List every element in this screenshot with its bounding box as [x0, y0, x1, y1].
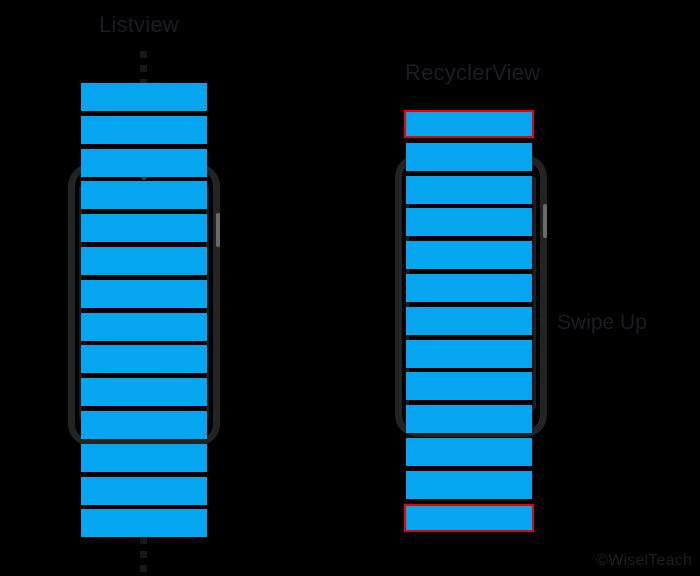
listview-item-column [81, 83, 207, 538]
list-item[interactable] [406, 372, 532, 401]
list-item[interactable] [81, 83, 207, 111]
ellipsis-top-icon [140, 51, 147, 93]
list-item[interactable] [81, 509, 207, 538]
list-item[interactable] [406, 306, 532, 335]
list-item[interactable] [81, 476, 207, 505]
list-item[interactable] [406, 274, 532, 302]
list-item[interactable] [406, 339, 532, 368]
list-item[interactable] [81, 247, 207, 275]
phone-side-button [216, 213, 220, 247]
list-item[interactable] [81, 115, 207, 144]
list-item[interactable] [406, 241, 532, 270]
list-item[interactable] [81, 214, 207, 243]
list-item-highlighted[interactable] [404, 503, 534, 532]
list-item[interactable] [81, 378, 207, 407]
list-item[interactable] [81, 345, 207, 374]
list-item[interactable] [81, 279, 207, 308]
list-item[interactable] [406, 438, 532, 466]
ellipsis-bottom-icon [140, 537, 147, 576]
list-item[interactable] [406, 142, 532, 171]
listview-title: Listview [99, 12, 179, 37]
list-item[interactable] [81, 411, 207, 439]
list-item[interactable] [406, 175, 532, 204]
list-item-highlighted[interactable] [404, 110, 534, 138]
recyclerview-item-column [404, 110, 534, 532]
list-item[interactable] [406, 208, 532, 237]
list-item[interactable] [406, 470, 532, 499]
list-item[interactable] [81, 148, 207, 177]
list-item[interactable] [406, 405, 532, 434]
recyclerview-title: RecyclerView [405, 60, 541, 85]
swipe-up-label: Swipe Up [557, 311, 647, 334]
list-item[interactable] [81, 181, 207, 210]
list-item[interactable] [81, 312, 207, 341]
list-item[interactable] [81, 443, 207, 472]
watermark: ©WiselTeach [596, 552, 692, 569]
phone-side-button [543, 204, 547, 238]
